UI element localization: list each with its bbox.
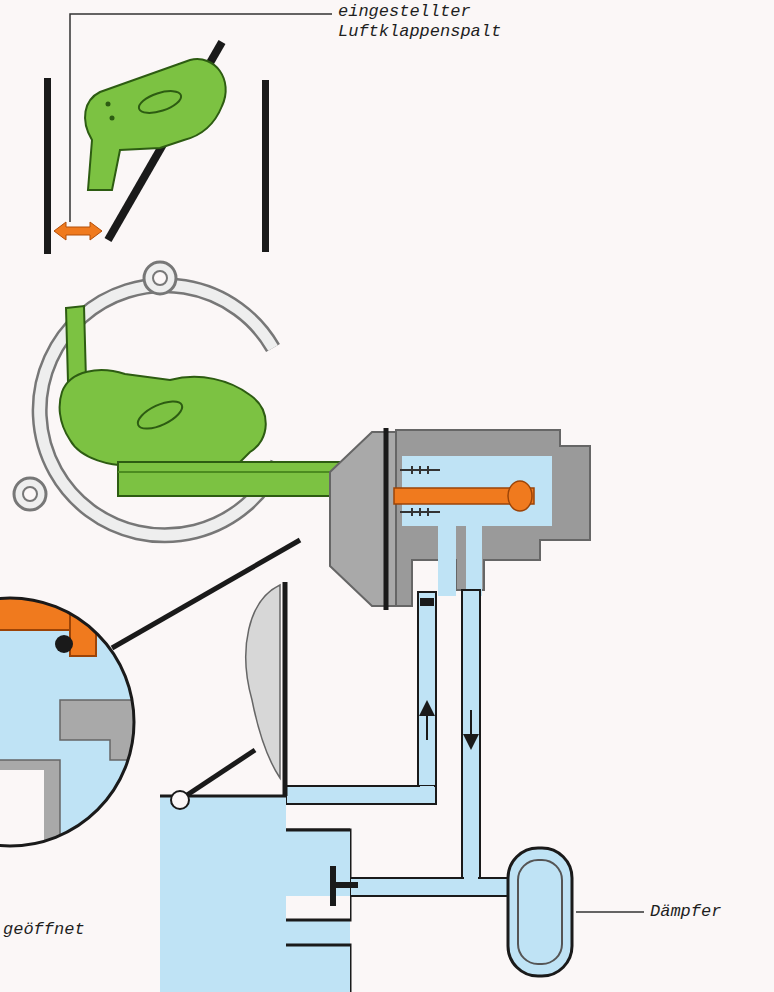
- part-label: Dämpfer: [650, 902, 721, 922]
- state-label: geöffnet: [3, 920, 85, 940]
- pulldown-housing: [330, 428, 590, 610]
- carburetor-body: [160, 582, 358, 992]
- damper-capsule: [508, 848, 572, 976]
- magnified-detail: [0, 596, 140, 860]
- air-flap: [44, 42, 269, 254]
- callout-label: eingestellter Luftklappenspalt: [338, 2, 506, 42]
- leader-lines: [70, 14, 644, 912]
